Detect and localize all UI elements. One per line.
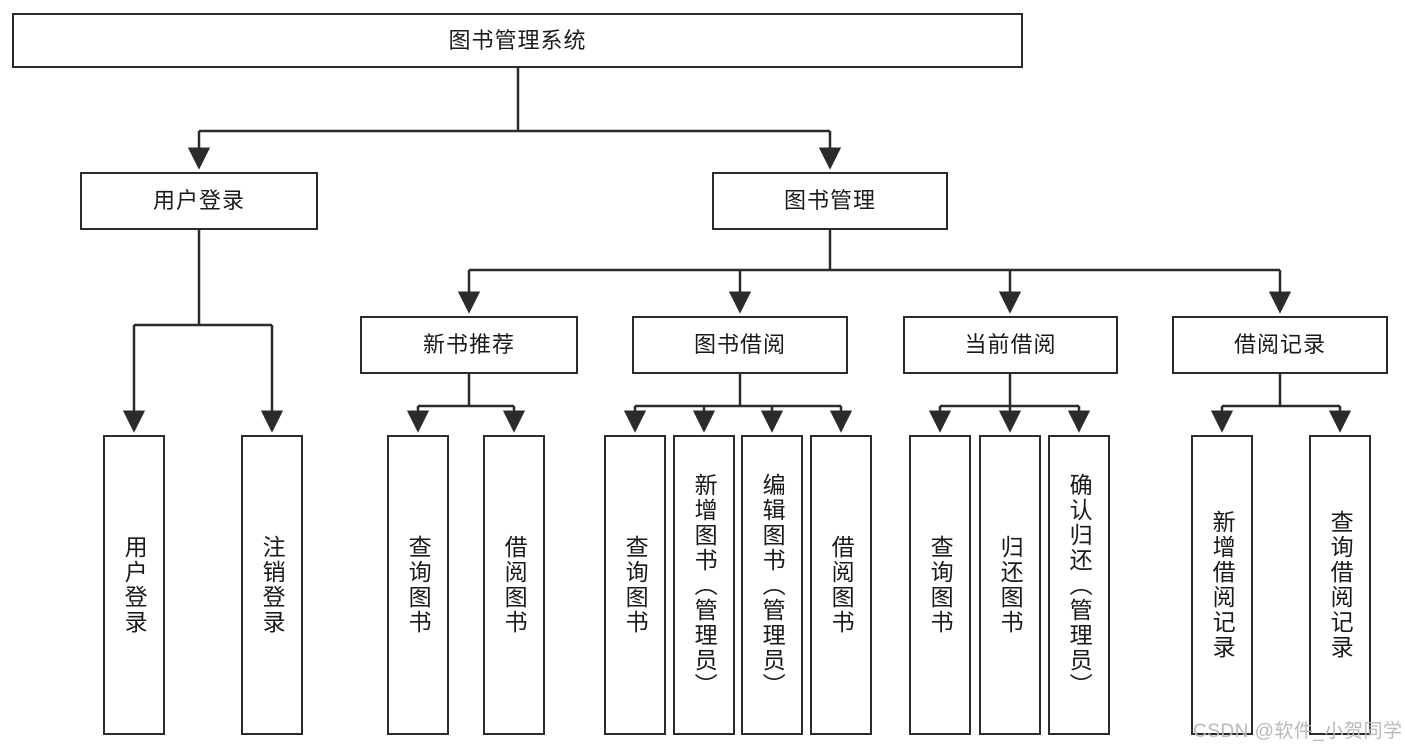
node-new-book-recommend[interactable]: 新书推荐 <box>360 316 578 374</box>
node-label: 新书推荐 <box>422 332 515 358</box>
leaf-label: 查询借阅记录 <box>1327 510 1354 660</box>
leaf-borrow-record-query-record[interactable]: 查询借阅记录 <box>1309 435 1371 735</box>
leaf-label: 归还图书 <box>997 535 1024 635</box>
leaf-label: 新增借阅记录 <box>1209 510 1236 660</box>
leaf-current-borrow-query-book[interactable]: 查询图书 <box>909 435 971 735</box>
node-label: 用户登录 <box>152 188 245 214</box>
leaf-label: 注销登录 <box>259 535 286 635</box>
node-user-login[interactable]: 用户登录 <box>80 172 318 230</box>
leaf-user-login-login[interactable]: 用户登录 <box>103 435 165 735</box>
leaf-label: 查询图书 <box>927 535 954 635</box>
leaf-book-borrow-add-book-admin[interactable]: 新增图书（管理员） <box>673 435 735 735</box>
leaf-book-borrow-borrow-book[interactable]: 借阅图书 <box>810 435 872 735</box>
leaf-new-book-query-book[interactable]: 查询图书 <box>387 435 449 735</box>
leaf-current-borrow-return-book[interactable]: 归还图书 <box>979 435 1041 735</box>
leaf-label: 新增图书（管理员） <box>691 472 718 698</box>
node-label: 借阅记录 <box>1233 332 1326 358</box>
leaf-borrow-record-add-record[interactable]: 新增借阅记录 <box>1191 435 1253 735</box>
leaf-label: 借阅图书 <box>828 535 855 635</box>
node-current-borrow[interactable]: 当前借阅 <box>903 316 1118 374</box>
leaf-user-login-logout[interactable]: 注销登录 <box>241 435 303 735</box>
leaf-book-borrow-edit-book-admin[interactable]: 编辑图书（管理员） <box>741 435 803 735</box>
node-book-management[interactable]: 图书管理 <box>712 172 948 230</box>
leaf-label: 编辑图书（管理员） <box>759 472 786 698</box>
leaf-book-borrow-query-book[interactable]: 查询图书 <box>604 435 666 735</box>
node-book-borrow[interactable]: 图书借阅 <box>632 316 848 374</box>
node-root-book-management-system[interactable]: 图书管理系统 <box>12 13 1023 68</box>
leaf-label: 查询图书 <box>405 535 432 635</box>
node-label: 图书管理 <box>783 188 876 214</box>
node-label: 当前借阅 <box>964 332 1057 358</box>
leaf-label: 用户登录 <box>121 535 148 635</box>
leaf-label: 借阅图书 <box>501 535 528 635</box>
node-borrow-record[interactable]: 借阅记录 <box>1172 316 1388 374</box>
leaf-label: 查询图书 <box>622 535 649 635</box>
leaf-current-borrow-confirm-return-admin[interactable]: 确认归还（管理员） <box>1048 435 1110 735</box>
node-label: 图书管理系统 <box>448 27 587 53</box>
node-label: 图书借阅 <box>693 332 786 358</box>
leaf-new-book-borrow-book[interactable]: 借阅图书 <box>483 435 545 735</box>
leaf-label: 确认归还（管理员） <box>1066 472 1093 698</box>
